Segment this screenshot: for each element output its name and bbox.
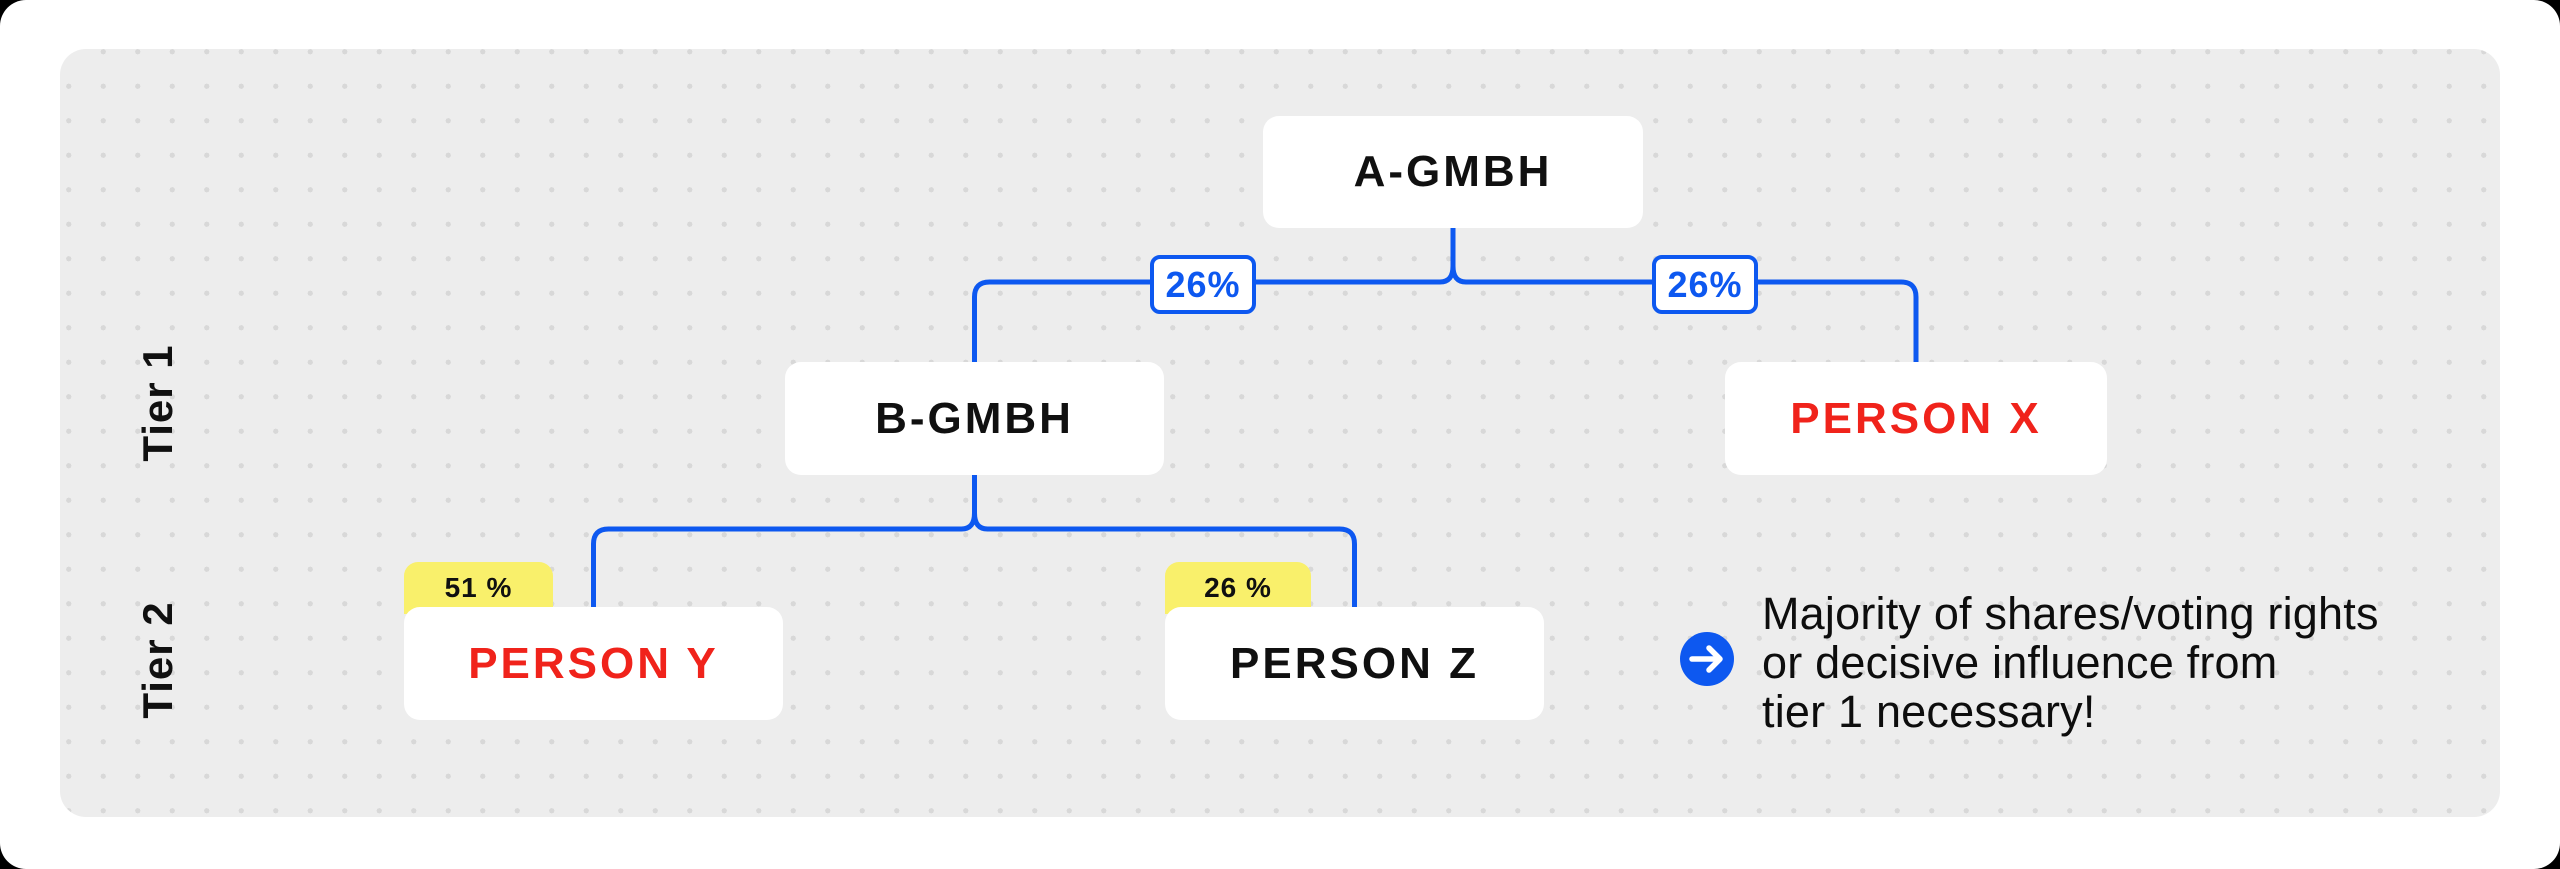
node-b-gmbh: B-GMBH [785, 362, 1164, 475]
tier-1-label: Tier 1 [134, 344, 181, 462]
edge-badge-right: 26% [1652, 255, 1758, 314]
edge-a-to-x [1450, 265, 1919, 362]
note-line-3: tier 1 necessary! [1762, 686, 2096, 737]
arrow-right-circle-icon [1680, 632, 1734, 686]
note-line-2: or decisive influence from [1762, 637, 2278, 688]
node-a-gmbh: A-GMBH [1263, 116, 1643, 228]
note-text: Majority of shares/voting rights or deci… [1762, 589, 2379, 736]
node-person-z: PERSON Z [1165, 607, 1544, 720]
edge-badge-left: 26% [1150, 255, 1256, 314]
edge-a-to-b [972, 265, 1456, 362]
node-person-x: PERSON X [1725, 362, 2107, 475]
tier-2-label: Tier 2 [134, 601, 181, 719]
edge-b-to-y [591, 512, 977, 607]
edge-b-to-z [972, 512, 1357, 607]
share-tab-person-z: 26 % [1165, 562, 1311, 614]
note-line-1: Majority of shares/voting rights [1762, 588, 2379, 639]
share-tab-person-y: 51 % [404, 562, 553, 614]
node-person-y: PERSON Y [404, 607, 783, 720]
